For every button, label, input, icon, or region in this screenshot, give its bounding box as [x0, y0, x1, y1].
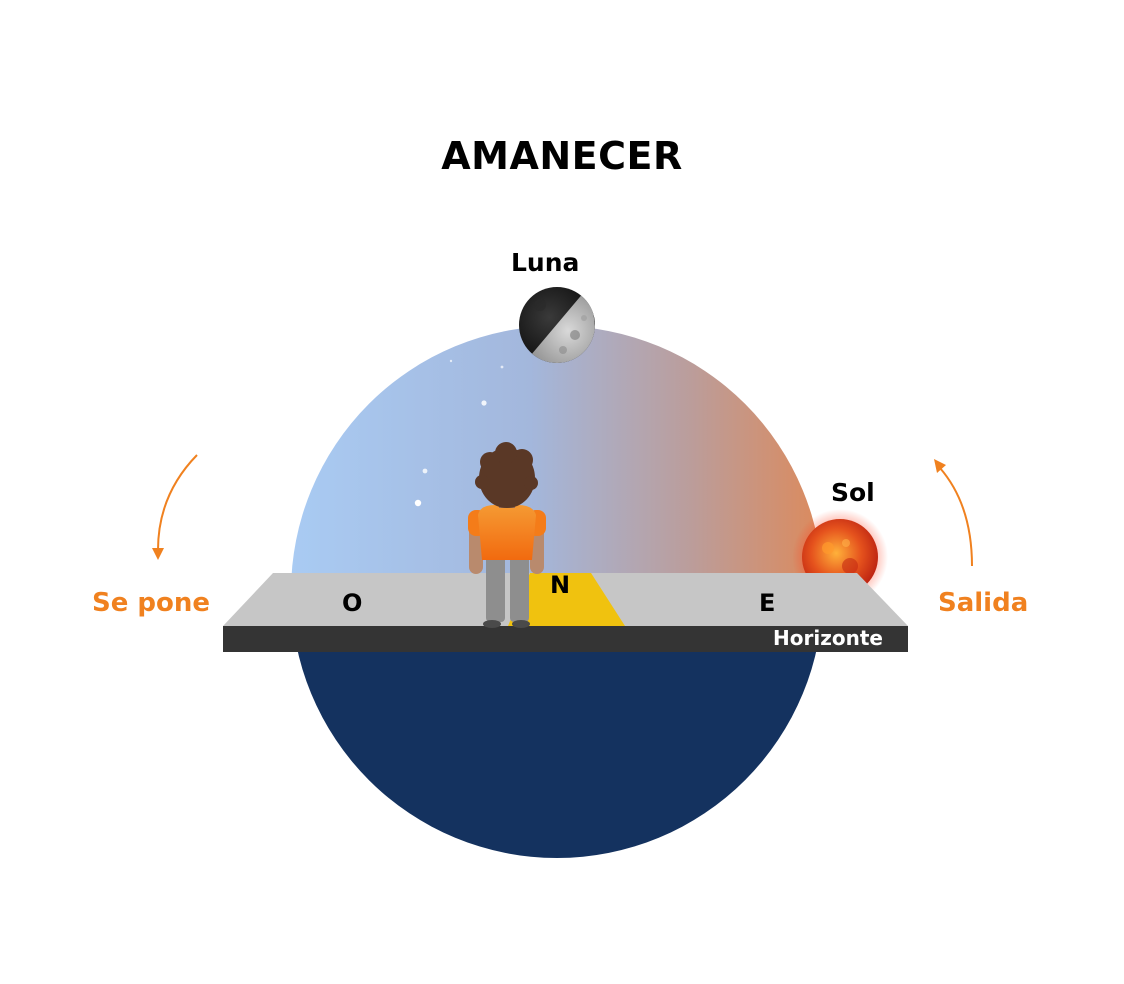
stars — [414, 359, 504, 507]
rising-caption: Salida — [938, 588, 1029, 618]
star — [449, 359, 453, 363]
sky-hemisphere — [291, 326, 823, 598]
west-letter: O — [342, 589, 363, 617]
moon-label: Luna — [511, 248, 580, 277]
setting-caption: Se pone — [92, 588, 211, 618]
star — [422, 468, 428, 474]
sun-label: Sol — [831, 478, 875, 507]
horizon-label: Horizonte — [773, 626, 883, 650]
observer-figure — [468, 442, 546, 628]
diagram-title: AMANECER — [441, 134, 683, 178]
horizon-edge — [223, 626, 908, 652]
east-letter: E — [759, 589, 776, 617]
north-letter: N — [550, 571, 571, 599]
star — [414, 499, 422, 507]
rising-arrow-icon — [934, 459, 973, 567]
north-path — [508, 573, 625, 626]
below-horizon-hemisphere — [291, 598, 823, 858]
star — [481, 400, 487, 406]
setting-arrow-icon — [152, 454, 198, 560]
moon-icon — [519, 287, 595, 363]
star — [500, 365, 504, 369]
